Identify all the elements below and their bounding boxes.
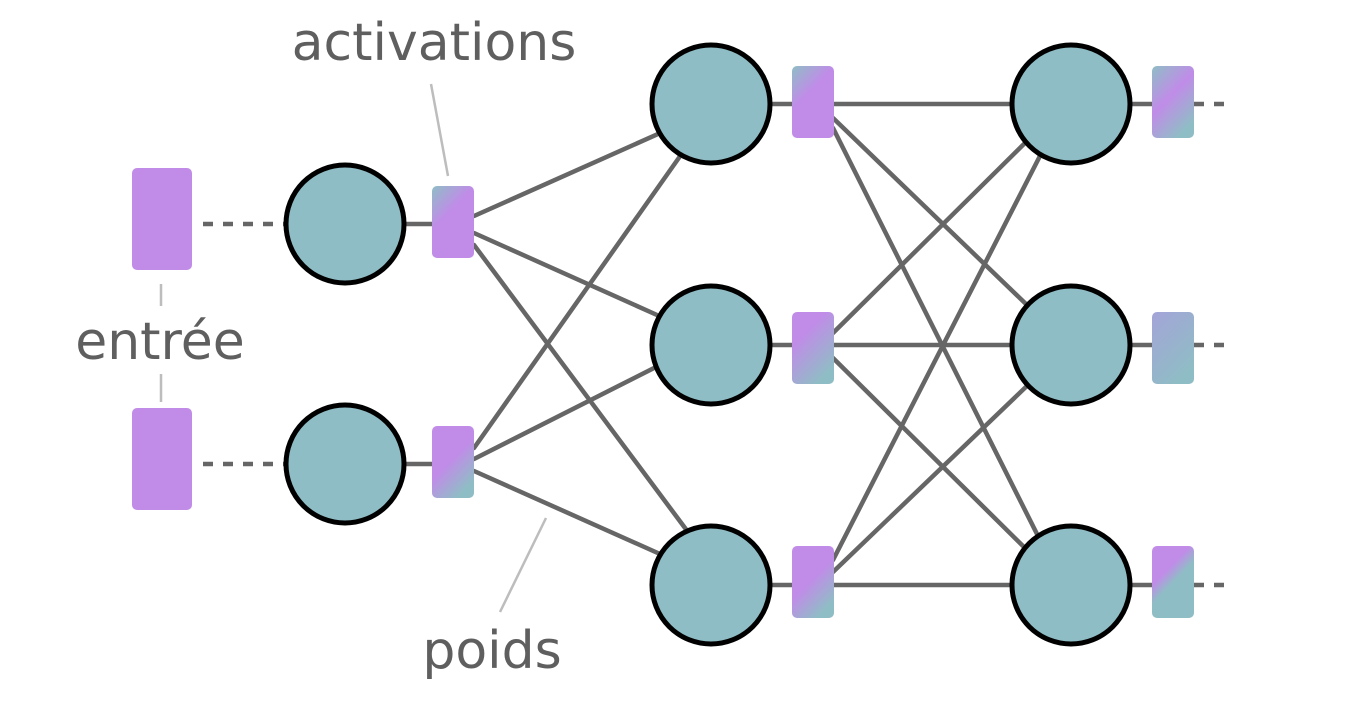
activation-connectors: [402, 101, 1155, 588]
activation-boxes: [432, 66, 1194, 618]
activation-box: [1152, 66, 1194, 138]
activation-box: [792, 66, 834, 138]
input-box: [132, 168, 192, 270]
output-trailing-dots: [1194, 101, 1232, 588]
input-label: entrée: [75, 312, 245, 372]
weights-layer2-to-layer3: [830, 101, 1045, 588]
layer-1-nodes: [283, 162, 407, 526]
activation-box: [792, 546, 834, 618]
activation-box: [432, 426, 474, 498]
activation-box: [792, 312, 834, 384]
annotation-lines: [159, 83, 548, 613]
activation-box: [1152, 312, 1194, 384]
neuron: [283, 162, 407, 286]
neuron: [1009, 283, 1133, 407]
neuron: [649, 523, 773, 647]
layer-3-nodes: [1009, 42, 1133, 647]
neuron: [283, 402, 407, 526]
weights-layer1-to-layer2: [471, 123, 691, 557]
layer-2-nodes: [649, 42, 773, 647]
neuron: [649, 283, 773, 407]
input-box: [132, 408, 192, 510]
neuron: [1009, 523, 1133, 647]
input-boxes: [132, 168, 192, 510]
activation-box: [1152, 546, 1194, 618]
weights-label: poids: [422, 621, 561, 681]
neuron: [649, 42, 773, 166]
activation-box: [432, 186, 474, 258]
neuron: [1009, 42, 1133, 166]
activations-label: activations: [292, 13, 577, 73]
input-connectors: [203, 221, 287, 467]
